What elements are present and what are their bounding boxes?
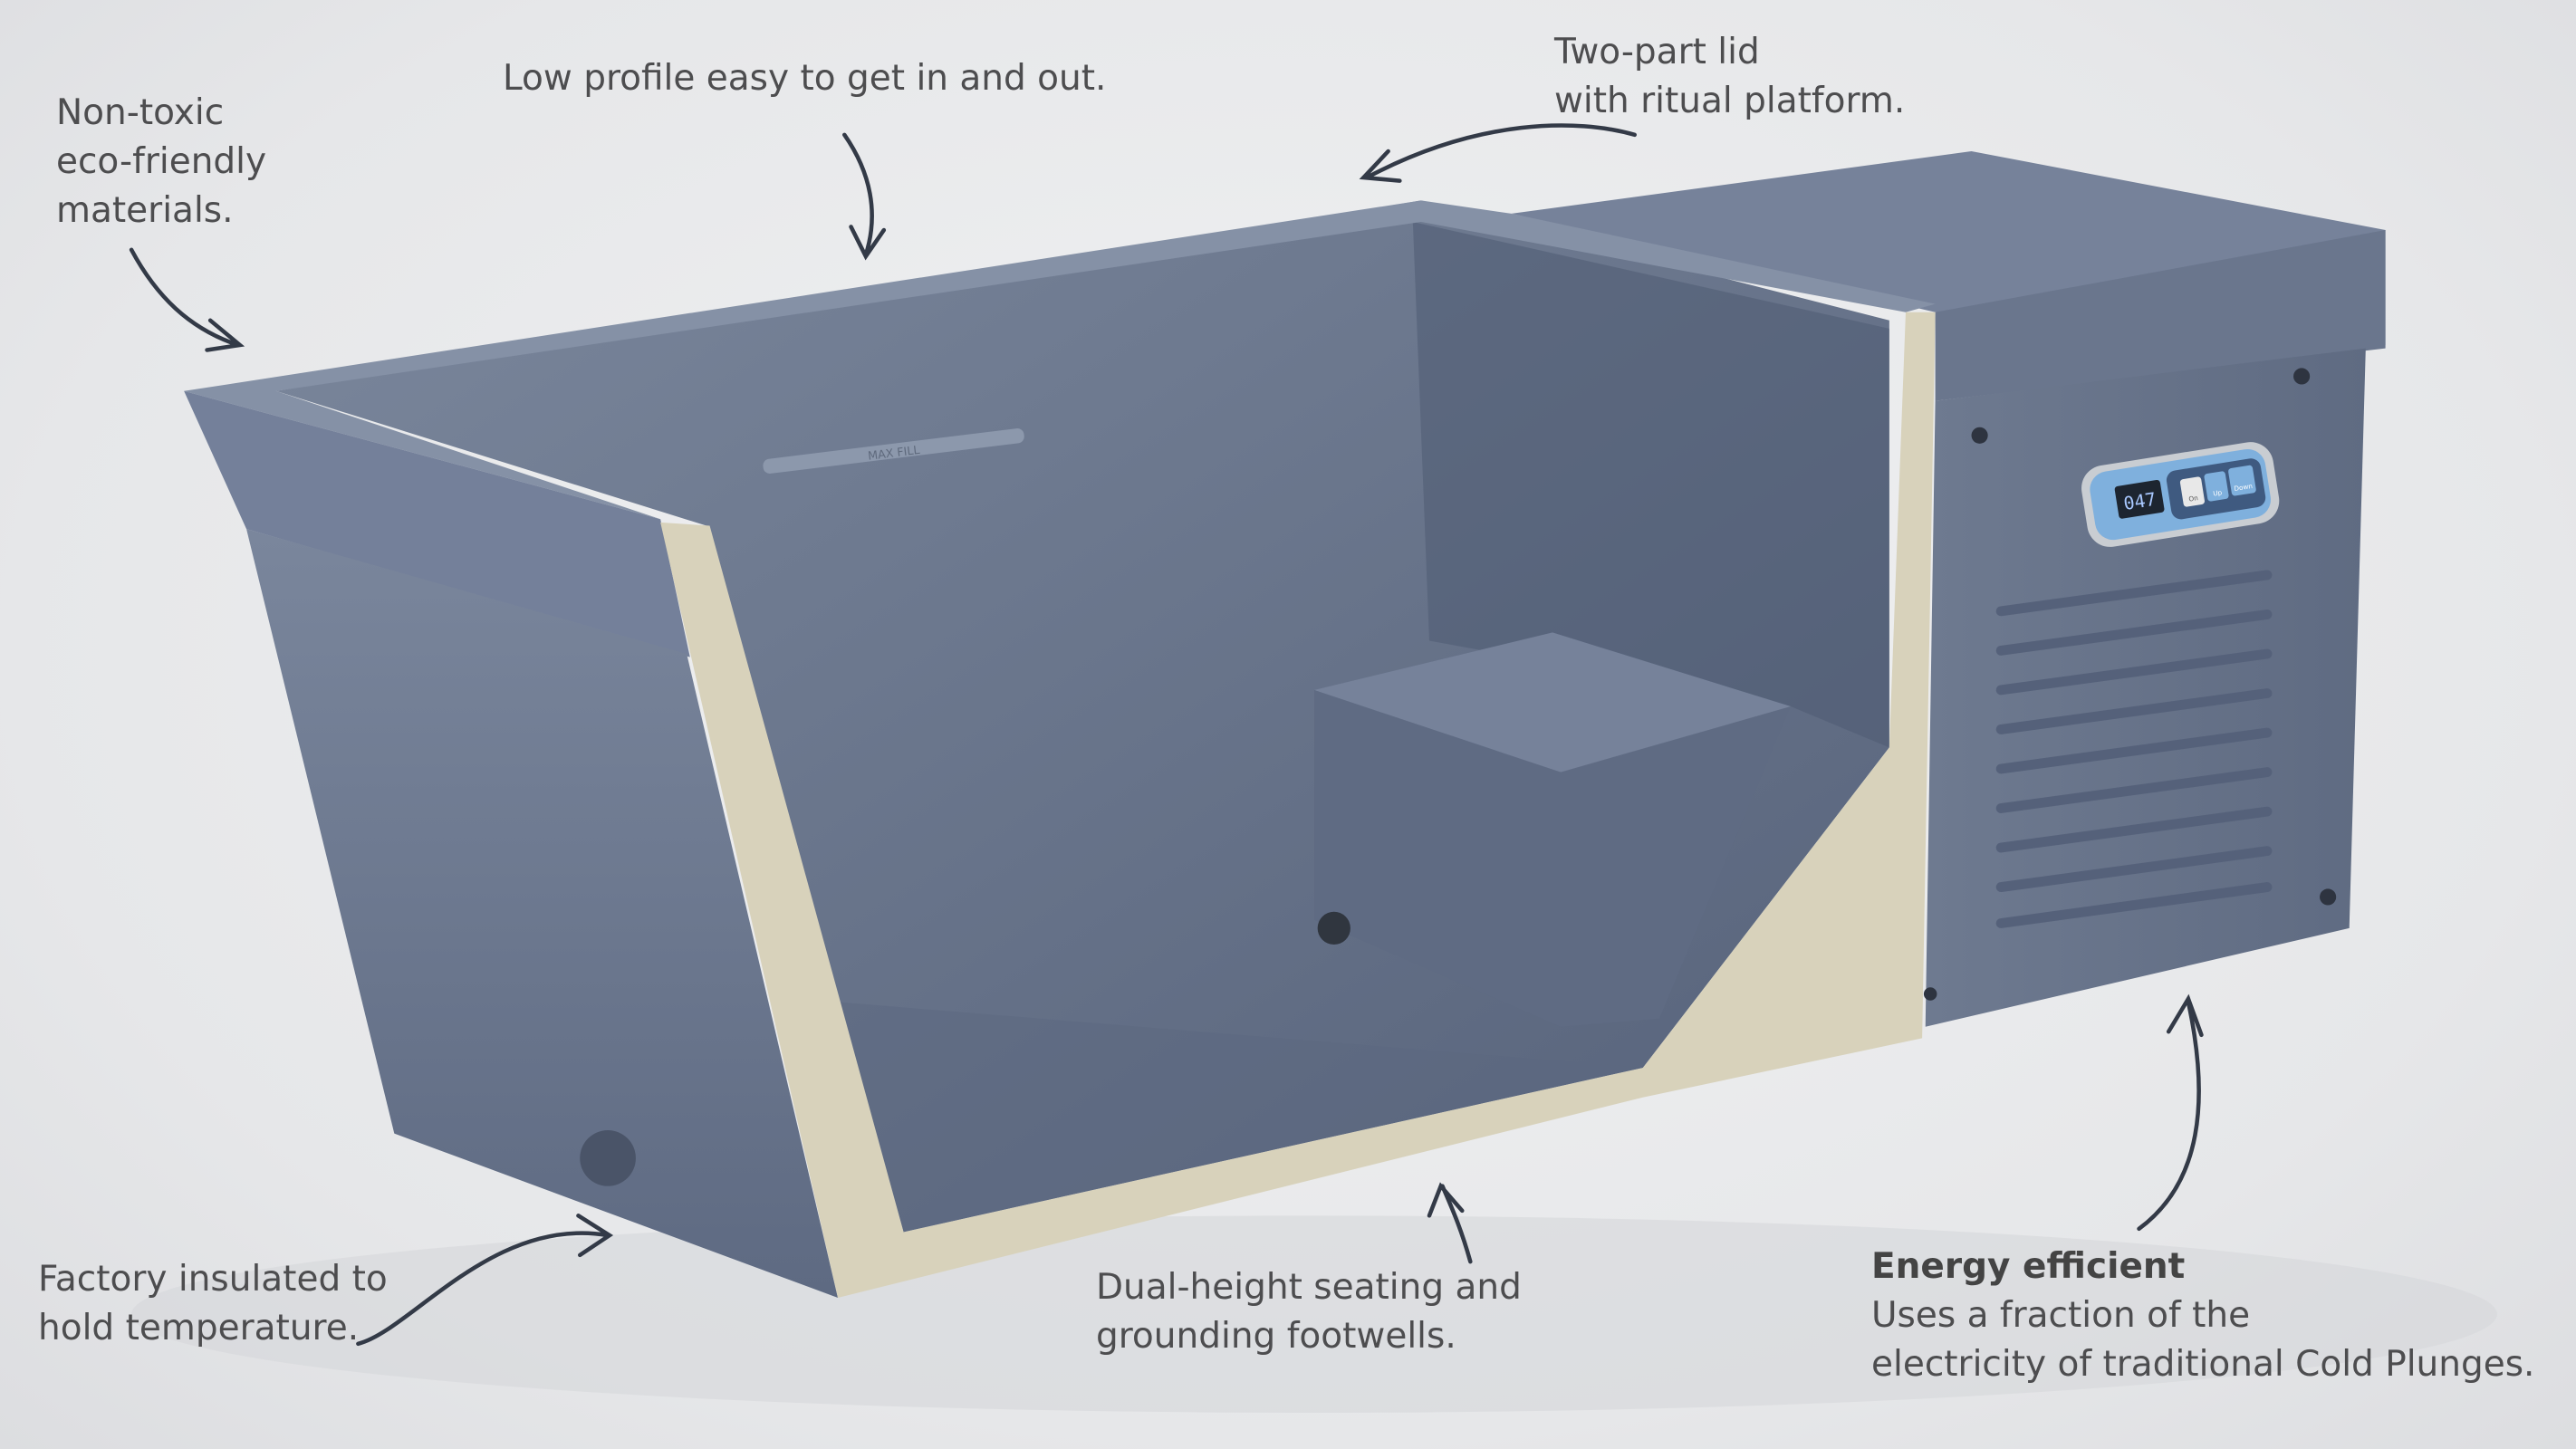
annotation-line: electricity of traditional Cold Plunges.	[1871, 1344, 2535, 1385]
annotation-materials: Non-toxic eco-friendly materials.	[56, 89, 266, 235]
vent-slots	[1995, 570, 2273, 928]
drain-fitting	[1317, 911, 1350, 945]
callout-arrows	[129, 123, 2204, 1347]
tub-end-wall	[246, 529, 839, 1299]
annotation-energy: Energy efficient Uses a fraction of the …	[1871, 1243, 2534, 1389]
annotation-line: Uses a fraction of the	[1871, 1295, 2251, 1336]
annotation-line: with ritual platform.	[1554, 81, 1906, 121]
annotation-title: Energy efficient	[1871, 1246, 2186, 1287]
shadow	[131, 1215, 2497, 1413]
annotation-line: grounding footwells.	[1096, 1316, 1456, 1357]
annotation-line: hold temperature.	[38, 1308, 360, 1348]
control-panel[interactable]: 047 On Up Down	[2078, 439, 2283, 551]
annotation-line: Non-toxic	[56, 92, 225, 133]
annotation-insulated: Factory insulated to hold temperature.	[38, 1255, 388, 1353]
temperature-display: 047	[2122, 488, 2158, 514]
annotation-profile: Low profile easy to get in and out.	[503, 54, 1106, 103]
annotation-line: Factory insulated to	[38, 1259, 388, 1300]
annotation-lid: Two-part lid with ritual platform.	[1554, 28, 1905, 126]
on-button-label: On	[2188, 494, 2199, 504]
annotation-line: Low profile easy to get in and out.	[503, 58, 1107, 99]
tub-rim	[184, 200, 1936, 520]
arrow-profile-icon	[842, 132, 887, 261]
arrow-insulated-icon	[356, 1214, 614, 1347]
down-button-label: Down	[2234, 482, 2254, 493]
annotation-line: Dual-height seating and	[1096, 1267, 1522, 1308]
annotation-line: eco-friendly	[56, 141, 267, 182]
up-button[interactable]	[2204, 471, 2229, 502]
arrow-materials-icon	[129, 247, 245, 352]
arrow-energy-icon	[2137, 993, 2204, 1232]
tub: MAX FILL	[184, 200, 1936, 1299]
arrow-lid-icon	[1359, 123, 1637, 183]
seat-step	[1314, 632, 1792, 1027]
on-button[interactable]	[2179, 476, 2205, 507]
max-fill-label: MAX FILL	[867, 443, 920, 463]
up-button-label: Up	[2213, 488, 2224, 498]
down-button[interactable]	[2228, 465, 2257, 496]
annotation-line: Two-part lid	[1554, 32, 1760, 72]
annotation-line: materials.	[56, 190, 234, 231]
arrow-seating-icon	[1427, 1182, 1473, 1264]
drain-valve	[580, 1130, 636, 1186]
annotation-seating: Dual-height seating and grounding footwe…	[1096, 1263, 1522, 1361]
